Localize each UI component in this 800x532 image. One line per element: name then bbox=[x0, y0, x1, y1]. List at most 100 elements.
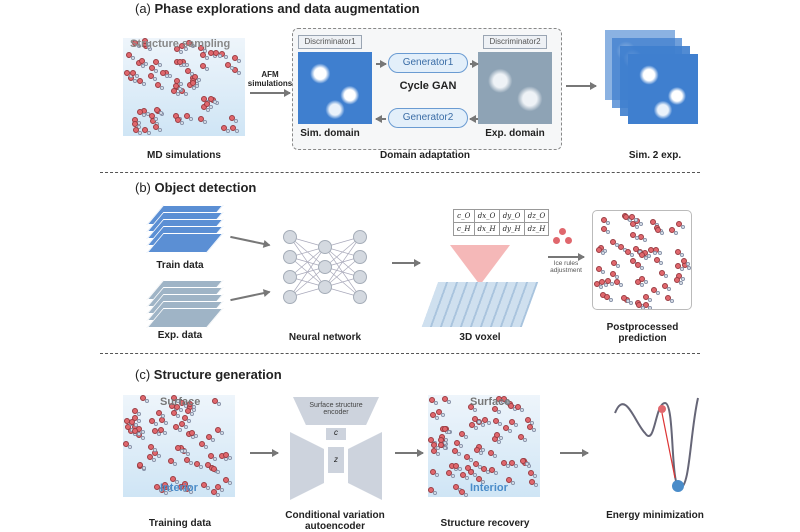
surface-encoder: Surface structure encoder bbox=[293, 397, 379, 425]
oxygen-atom bbox=[452, 462, 459, 469]
hydrogen-atom bbox=[441, 412, 446, 417]
hydrogen-atom bbox=[162, 430, 167, 435]
hydrogen-atom bbox=[216, 401, 221, 406]
oxygen-atom bbox=[156, 409, 163, 416]
oxygen-atom bbox=[197, 44, 204, 51]
hydrogen-atom bbox=[629, 300, 634, 305]
hydrogen-atom bbox=[164, 490, 169, 495]
oxygen-atom bbox=[524, 416, 531, 423]
hydrogen-atom bbox=[629, 253, 634, 258]
oxygen-atom bbox=[183, 457, 190, 464]
oxygen-atom bbox=[429, 412, 436, 419]
neural-network-label: Neural network bbox=[288, 332, 362, 343]
hydrogen-atom bbox=[147, 130, 152, 135]
oxygen-atom bbox=[475, 476, 482, 483]
hydrogen-atom bbox=[450, 473, 455, 478]
hydrogen-atom bbox=[514, 423, 519, 428]
hydrogen-atom bbox=[215, 492, 220, 497]
energy-landscape-icon bbox=[614, 397, 699, 492]
postprocessed-prediction-image bbox=[592, 210, 692, 310]
hydrogen-atom bbox=[609, 282, 614, 287]
hydrogen-atom bbox=[520, 407, 525, 412]
oxygen-atom bbox=[474, 446, 481, 453]
afm-label: AFM simulations bbox=[247, 70, 293, 88]
oxygen-atom bbox=[665, 295, 672, 302]
section-title-text: Object detection bbox=[154, 180, 257, 195]
oxygen-atom bbox=[519, 457, 526, 464]
hydrogen-atom bbox=[194, 84, 199, 89]
oxygen-atom bbox=[222, 477, 229, 484]
oxygen-atom bbox=[648, 247, 655, 254]
hydrogen-atom bbox=[614, 275, 619, 280]
hydrogen-atom bbox=[506, 400, 511, 405]
domain-adaptation-label: Domain adaptation bbox=[379, 150, 470, 161]
oxygen-atom bbox=[650, 218, 657, 225]
oxygen-atom bbox=[157, 426, 164, 433]
hydrogen-atom bbox=[615, 242, 620, 247]
hydrogen-atom bbox=[626, 298, 631, 303]
hydrogen-atom bbox=[233, 119, 238, 124]
hydrogen-atom bbox=[179, 81, 184, 86]
oxygen-atom bbox=[133, 127, 140, 134]
oxygen-atom bbox=[467, 403, 474, 410]
hydrogen-atom bbox=[524, 461, 529, 466]
hydrogen-atom bbox=[442, 445, 447, 450]
oxygen-atom bbox=[501, 396, 508, 403]
hydrogen-atom bbox=[228, 456, 232, 461]
oxygen-atom bbox=[132, 428, 139, 435]
arrow-icon bbox=[230, 290, 270, 301]
grid-cell: dz_H bbox=[523, 222, 550, 236]
oxygen-atom bbox=[480, 466, 487, 473]
hydrogen-atom bbox=[523, 437, 528, 442]
hydrogen-atom bbox=[446, 400, 451, 405]
oxygen-atom bbox=[146, 454, 153, 461]
hydrogen-atom bbox=[667, 286, 672, 291]
oxygen-atom bbox=[471, 416, 478, 423]
divider bbox=[100, 172, 700, 173]
oxygen-atom bbox=[123, 70, 130, 77]
oxygen-atom bbox=[441, 396, 448, 403]
oxygen-atom bbox=[431, 447, 438, 454]
hydrogen-atom bbox=[184, 46, 189, 51]
hydrogen-atom bbox=[497, 422, 502, 427]
hydrogen-atom bbox=[172, 462, 177, 467]
postprocessed-label: Postprocessed prediction bbox=[606, 322, 679, 344]
hydrogen-atom bbox=[456, 452, 461, 457]
oxygen-atom bbox=[509, 419, 516, 426]
oxygen-atom bbox=[128, 419, 135, 426]
training-data-label: Training data bbox=[148, 518, 212, 529]
oxygen-atom bbox=[451, 448, 458, 455]
exp-domain-image bbox=[478, 52, 552, 124]
section-title-text: Phase explorations and data augmentation bbox=[154, 1, 420, 16]
oxygen-atom bbox=[184, 408, 191, 415]
hydrogen-atom bbox=[506, 464, 511, 469]
section-letter: (b) bbox=[135, 180, 151, 195]
hydrogen-atom bbox=[179, 449, 184, 454]
generator2: Generator2 bbox=[388, 108, 468, 128]
hydrogen-atom bbox=[433, 490, 438, 495]
oxygen-atom bbox=[609, 271, 616, 278]
hydrogen-atom bbox=[176, 413, 181, 418]
oxygen-atom bbox=[662, 282, 669, 289]
hydrogen-atom bbox=[479, 450, 484, 455]
oxygen-atom bbox=[201, 481, 208, 488]
oxygen-atom bbox=[467, 469, 474, 476]
hydrogen-atom bbox=[224, 55, 229, 60]
oxygen-atom bbox=[674, 249, 681, 256]
hydrogen-atom bbox=[164, 74, 169, 79]
hydrogen-atom bbox=[181, 63, 186, 68]
hydrogen-atom bbox=[203, 120, 208, 125]
hydrogen-atom bbox=[141, 465, 146, 470]
oxygen-atom bbox=[614, 279, 621, 286]
hydrogen-atom bbox=[174, 480, 179, 485]
hydrogen-atom bbox=[206, 108, 211, 113]
hydrogen-atom bbox=[137, 412, 142, 417]
hydrogen-atom bbox=[601, 250, 606, 255]
hydrogen-atom bbox=[531, 427, 536, 432]
hydrogen-atom bbox=[145, 399, 150, 404]
hydrogen-atom bbox=[183, 92, 188, 97]
hydrogen-atom bbox=[198, 465, 203, 470]
hydrogen-atom bbox=[179, 407, 184, 412]
hydrogen-atom bbox=[153, 421, 158, 426]
